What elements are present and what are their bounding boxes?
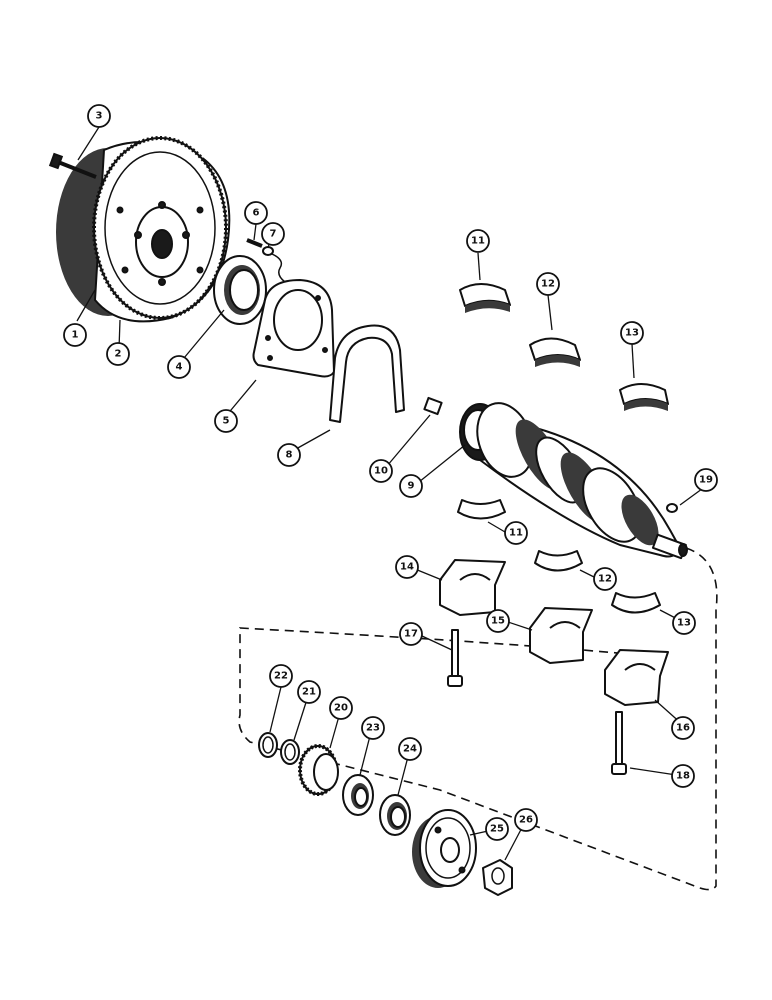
callout-6: 6: [244, 201, 268, 225]
retainer-gasket: [329, 324, 405, 423]
callout-label: 20: [334, 703, 348, 714]
callout-label: 11: [509, 528, 523, 539]
main-bearing-cap-front: [439, 559, 506, 616]
upper-main-bearing-front: [459, 283, 511, 313]
seal-retainer: [252, 279, 335, 378]
main-bearing-cap-center: [529, 607, 593, 664]
lower-main-bearing-center: [534, 550, 583, 572]
callout-label: 6: [253, 208, 260, 219]
callout-8: 8: [277, 443, 301, 467]
lower-main-bearing-rear: [611, 592, 661, 614]
callout-label: 14: [400, 562, 414, 573]
rear-oil-seal: [213, 255, 267, 325]
front-oil-seal: [379, 794, 411, 836]
crankshaft-dowel: [423, 396, 443, 416]
crankshaft: [459, 402, 688, 560]
retainer-washer: [262, 246, 286, 283]
callout-23: 23: [361, 716, 385, 740]
callout-label: 9: [408, 481, 415, 492]
callout-label: 4: [176, 362, 183, 373]
flywheel-bolt: [48, 152, 97, 179]
retainer-bolt: [246, 238, 263, 248]
callout-label: 12: [598, 574, 612, 585]
callout-label: 13: [625, 328, 639, 339]
pulley-nut: [482, 859, 513, 896]
callout-label: 18: [676, 771, 690, 782]
callout-22: 22: [269, 664, 293, 688]
callout-18: 18: [671, 764, 695, 788]
callout-label: 2: [115, 349, 122, 360]
callout-label: 12: [541, 279, 555, 290]
callout-label: 17: [404, 629, 418, 640]
callout-12-lower: 12: [593, 567, 617, 591]
callout-25: 25: [485, 817, 509, 841]
callout-1: 1: [63, 323, 87, 347]
lower-main-bearing-front: [457, 499, 506, 520]
callout-label: 21: [302, 687, 316, 698]
callout-label: 16: [676, 723, 690, 734]
callout-label: 1: [72, 330, 79, 341]
crankshaft-plug: [666, 503, 678, 513]
callout-label: 22: [274, 671, 288, 682]
callout-label: 25: [490, 824, 504, 835]
main-bearing-bolt-17: [447, 629, 463, 687]
callout-label: 24: [403, 744, 417, 755]
callout-10: 10: [369, 459, 393, 483]
callout-label: 10: [374, 466, 388, 477]
callout-9: 9: [399, 474, 423, 498]
main-bearing-bolt-18: [611, 711, 627, 775]
callout-label: 13: [677, 618, 691, 629]
callout-label: 8: [286, 450, 293, 461]
callout-13-lower: 13: [672, 611, 696, 635]
callout-24: 24: [398, 737, 422, 761]
callout-12-upper: 12: [536, 272, 560, 296]
callout-17: 17: [399, 622, 423, 646]
callout-26: 26: [514, 808, 538, 832]
callout-label: 19: [699, 475, 713, 486]
callout-7: 7: [261, 222, 285, 246]
callout-11-lower: 11: [504, 521, 528, 545]
callout-label: 23: [366, 723, 380, 734]
callout-label: 3: [96, 111, 103, 122]
callout-14: 14: [395, 555, 419, 579]
flywheel: [56, 136, 231, 323]
dashed-group-boundary: [238, 547, 718, 891]
main-bearing-cap-rear: [604, 649, 669, 706]
callout-label: 11: [471, 236, 485, 247]
callout-20: 20: [329, 696, 353, 720]
callout-2: 2: [106, 342, 130, 366]
callout-19: 19: [694, 468, 718, 492]
callout-4: 4: [167, 355, 191, 379]
callout-5: 5: [214, 409, 238, 433]
callout-label: 5: [223, 416, 230, 427]
upper-main-bearing-center: [529, 337, 581, 367]
callout-13-upper: 13: [620, 321, 644, 345]
callout-label: 15: [491, 616, 505, 627]
upper-main-bearing-rear: [619, 383, 669, 411]
callout-3: 3: [87, 104, 111, 128]
thrust-washer-21: [280, 739, 300, 765]
crankshaft-pulley: [412, 809, 477, 888]
crankshaft-gear: [298, 744, 339, 796]
thrust-washer-22: [258, 732, 278, 758]
callout-label: 26: [519, 815, 533, 826]
callout-11-upper: 11: [466, 229, 490, 253]
callout-15: 15: [486, 609, 510, 633]
oil-slinger: [342, 774, 374, 816]
callout-21: 21: [297, 680, 321, 704]
callout-label: 7: [270, 229, 277, 240]
callout-16: 16: [671, 716, 695, 740]
